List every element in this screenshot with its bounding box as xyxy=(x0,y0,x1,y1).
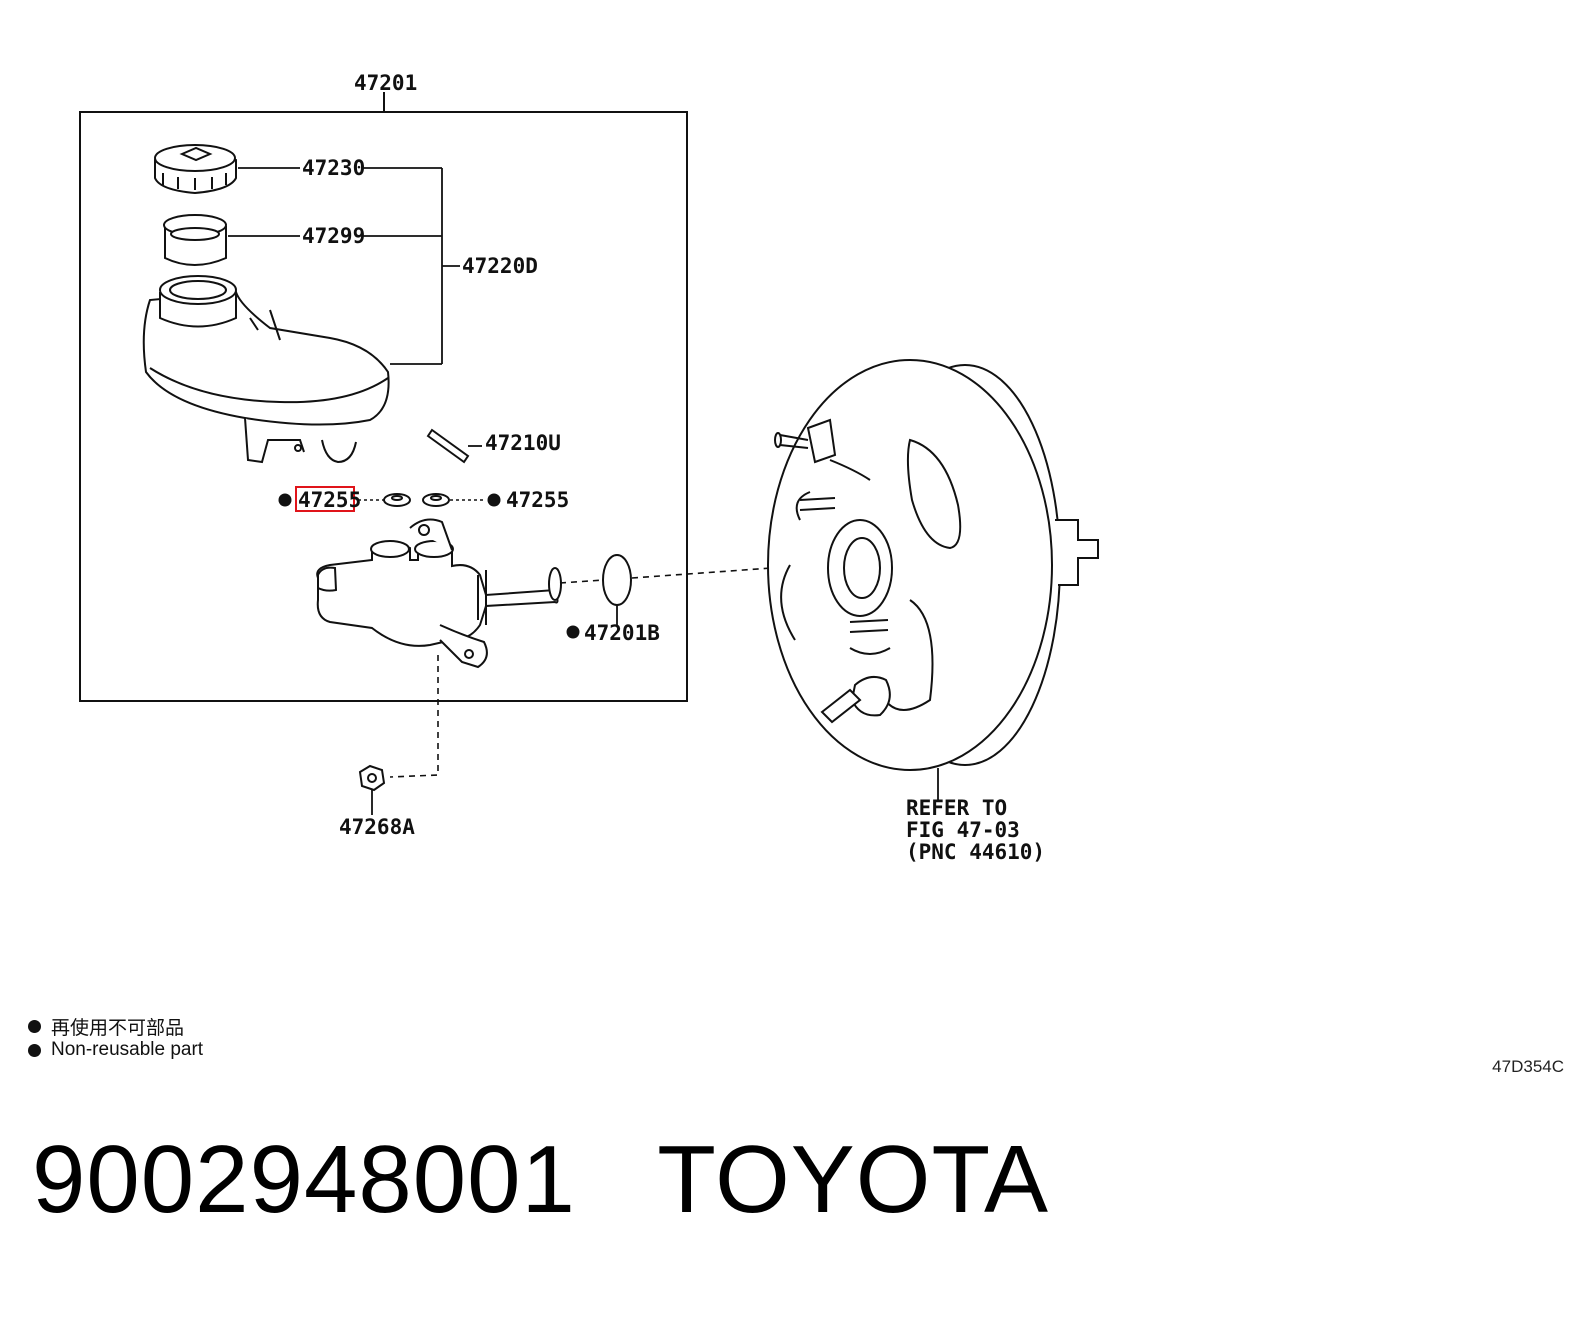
label-47255-right[interactable]: 47255 xyxy=(506,488,569,512)
label-47299[interactable]: 47299 xyxy=(302,224,365,248)
assembly-frame xyxy=(79,92,688,702)
non-reusable-marker-icon xyxy=(487,493,501,507)
grommet-illustration xyxy=(383,493,450,507)
refer-line-1: REFER TO xyxy=(906,796,1007,820)
pin-illustration xyxy=(426,428,470,464)
figure-code: 47D354C xyxy=(1492,1057,1564,1076)
nut-illustration xyxy=(358,764,386,792)
legend-item-en: Non-reusable part xyxy=(28,1039,203,1061)
filled-circle-icon xyxy=(28,1020,41,1033)
refer-line-2: FIG 47-03 xyxy=(906,818,1020,842)
highlight-box xyxy=(295,486,355,512)
page-title: 9002948001 TOYOTA xyxy=(32,1126,1050,1233)
legend-item-jp: 再使用不可部品 xyxy=(28,1013,184,1040)
reservoir-tank-illustration xyxy=(142,275,390,464)
oring-illustration xyxy=(602,554,632,606)
legend-text-en: Non-reusable part xyxy=(51,1039,204,1060)
label-47220D[interactable]: 47220D xyxy=(462,254,538,278)
label-47210U[interactable]: 47210U xyxy=(485,431,561,455)
legend-text-jp: 再使用不可部品 xyxy=(51,1018,185,1039)
brake-booster-illustration xyxy=(767,359,1099,771)
label-47201[interactable]: 47201 xyxy=(354,71,417,95)
non-reusable-marker-icon xyxy=(278,493,292,507)
label-47230[interactable]: 47230 xyxy=(302,156,365,180)
reservoir-bracket xyxy=(390,168,460,365)
label-47268A[interactable]: 47268A xyxy=(339,815,415,839)
label-47255-highlighted[interactable]: 47255 xyxy=(298,488,361,512)
strainer-illustration xyxy=(163,214,227,266)
filled-circle-icon xyxy=(28,1043,41,1057)
non-reusable-marker-icon xyxy=(566,625,580,639)
alignment-lines xyxy=(389,561,856,778)
master-cylinder-illustration xyxy=(316,518,562,669)
refer-line-3: (PNC 44610) xyxy=(906,840,1045,864)
reservoir-cap-illustration xyxy=(154,144,237,195)
label-47201B[interactable]: 47201B xyxy=(584,621,660,645)
